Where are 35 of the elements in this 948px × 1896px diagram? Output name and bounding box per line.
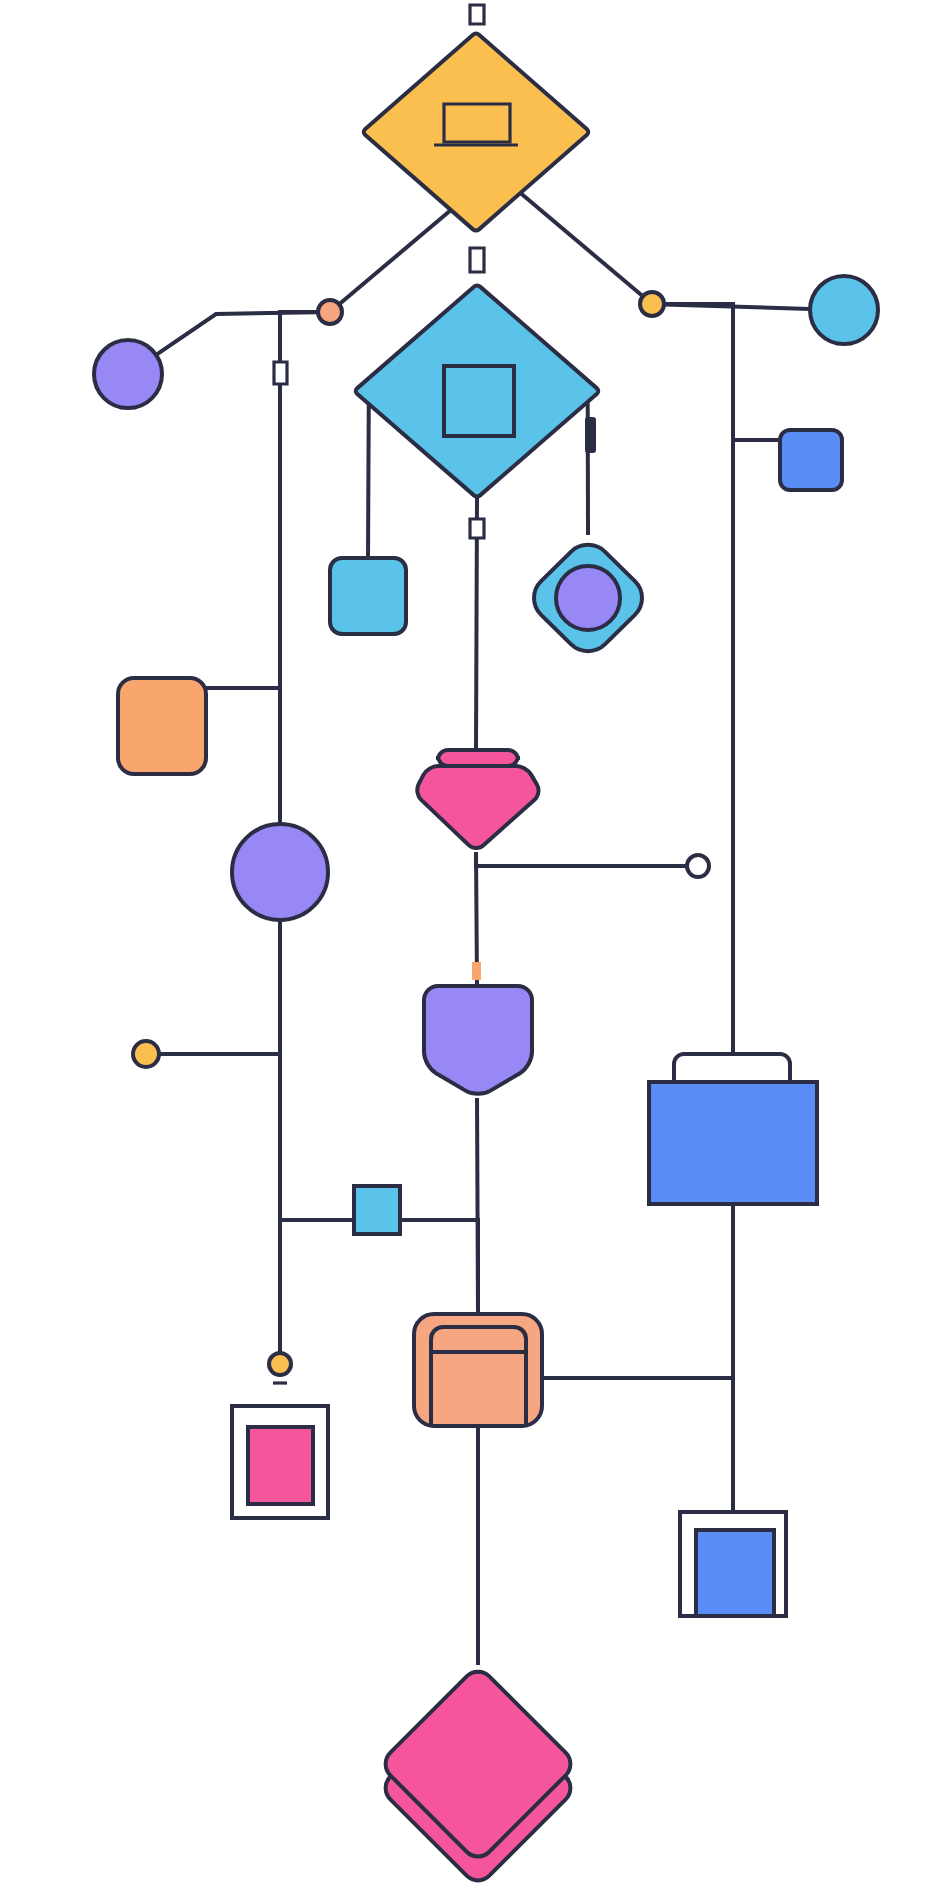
circle-node xyxy=(230,822,330,922)
connector-line xyxy=(731,1204,735,1512)
connector-line xyxy=(474,498,479,751)
circle-node xyxy=(92,338,164,410)
circle-node xyxy=(808,274,880,346)
connector-line xyxy=(278,920,354,1222)
decision-diamond xyxy=(361,31,591,233)
shield-shape xyxy=(422,984,534,1096)
rounded-square xyxy=(116,676,208,776)
rounded-square xyxy=(778,428,844,492)
junction-dot xyxy=(267,1351,293,1385)
gem-shape xyxy=(415,748,541,851)
connector-line xyxy=(476,1426,480,1665)
connector-line xyxy=(519,191,645,298)
connector-line xyxy=(206,686,282,824)
connector-line xyxy=(585,401,590,535)
connector-line xyxy=(474,852,479,987)
connector-line xyxy=(366,403,371,558)
connector-line xyxy=(733,438,780,442)
connector-line xyxy=(475,1098,480,1315)
framed-square xyxy=(678,1510,788,1618)
connector-line xyxy=(337,208,453,306)
briefcase-shape xyxy=(647,1052,819,1206)
junction-dot xyxy=(316,298,344,326)
rounded-square xyxy=(412,1312,544,1428)
framed-square xyxy=(230,1404,330,1520)
rounded-square xyxy=(328,556,408,636)
open-dot xyxy=(685,853,711,879)
connector-line xyxy=(731,440,735,1054)
small-square xyxy=(352,1184,402,1236)
connector-line xyxy=(664,302,735,440)
layered-diamond xyxy=(383,1669,573,1883)
junction-dot xyxy=(131,1039,161,1069)
junction-dot xyxy=(638,290,666,318)
connector-line xyxy=(663,302,811,311)
